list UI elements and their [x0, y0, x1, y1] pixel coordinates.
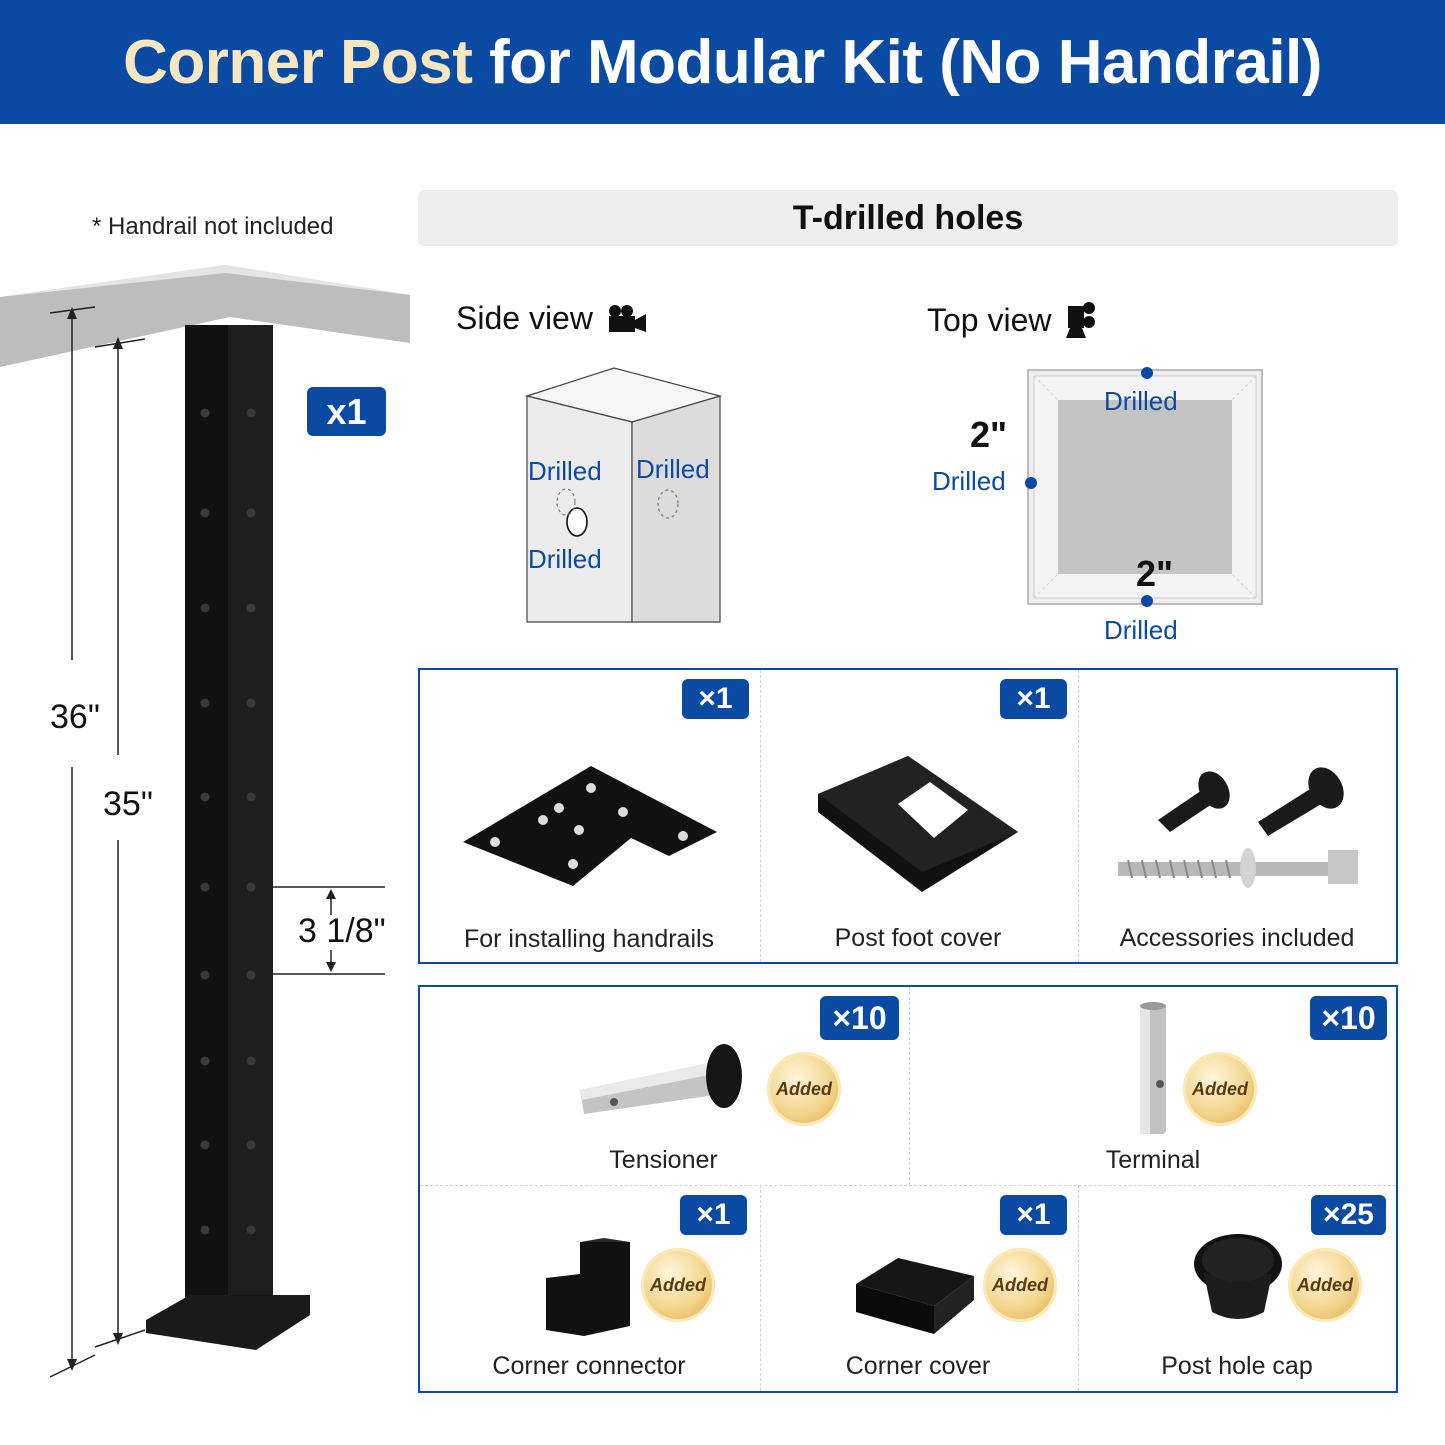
side-view-heading: Side view	[456, 300, 647, 337]
top-view-diagram	[1025, 367, 1263, 607]
top-offset-left: 2"	[970, 414, 1008, 455]
handrail-note: * Handrail not included	[92, 213, 334, 240]
hole-spacing-label: 3 1/8"	[298, 912, 386, 950]
handrail-plate-label: For installing handrails	[463, 925, 715, 953]
corner-connector-qty-badge: ×1	[680, 1195, 747, 1235]
top-offset-bottom: 2"	[1136, 553, 1174, 594]
holes-section-title: T-drilled holes	[418, 190, 1398, 246]
handrail-shape	[0, 265, 410, 367]
base-plate	[146, 1295, 310, 1350]
post-hole-cap-qty-badge: ×25	[1311, 1195, 1386, 1235]
corner-connector-label: Corner connector	[492, 1352, 686, 1380]
terminal-added-seal: Added	[1183, 1052, 1257, 1126]
tensioner-added-seal: Added	[767, 1052, 841, 1126]
height-post-label: 35"	[103, 785, 153, 823]
header-banner: Corner Post for Modular Kit (No Handrail…	[0, 0, 1445, 124]
side-drilled-bottom: Drilled	[528, 544, 602, 574]
post-hole-cap-added-seal: Added	[1288, 1248, 1362, 1322]
height-total-label: 36"	[50, 698, 100, 736]
tensioner-image	[580, 1044, 742, 1114]
corner-cover-added-seal: Added	[983, 1248, 1057, 1322]
corner-cover-label: Corner cover	[845, 1352, 991, 1380]
corner-cover-qty-badge: ×1	[1000, 1195, 1067, 1235]
video-camera-icon	[608, 304, 646, 332]
top-view-heading: Top view	[927, 300, 1098, 340]
top-drilled-left: Drilled	[932, 466, 1006, 496]
post-hole-cap-label: Post hole cap	[1161, 1352, 1313, 1380]
foot-cover-label: Post foot cover	[834, 924, 1002, 952]
title-rest: for Modular Kit (No Handrail)	[489, 27, 1322, 97]
overhead-camera-icon	[1065, 302, 1095, 338]
tensioner-qty-badge: ×10	[820, 996, 899, 1040]
corner-cover-image	[856, 1258, 974, 1334]
screws-image	[1118, 767, 1358, 888]
tensioner-label: Tensioner	[609, 1146, 718, 1174]
accessories-included-label: Accessories included	[1119, 924, 1355, 952]
post-illustration	[0, 265, 410, 1378]
side-view-label: Side view	[456, 300, 593, 336]
title-accent: Corner Post	[123, 27, 473, 97]
post-foot-cover-image	[818, 756, 1018, 892]
handrail-plate-image	[463, 766, 717, 886]
terminal-image	[1140, 1002, 1166, 1134]
side-drilled-right: Drilled	[636, 454, 710, 484]
corner-connector-image	[546, 1238, 630, 1336]
side-drilled-left: Drilled	[528, 456, 602, 486]
post-quantity-badge: x1	[307, 387, 386, 436]
post-holes	[200, 408, 256, 1235]
plate-qty-badge: ×1	[682, 679, 749, 719]
top-view-label: Top view	[927, 301, 1052, 338]
foot-cover-qty-badge: ×1	[1000, 679, 1067, 719]
top-drilled-top: Drilled	[1104, 386, 1178, 416]
top-drilled-bottom: Drilled	[1104, 615, 1178, 645]
post-hole-cap-image	[1194, 1234, 1282, 1319]
page-title: Corner Post for Modular Kit (No Handrail…	[123, 27, 1322, 98]
side-view-diagram	[524, 367, 723, 623]
corner-connector-added-seal: Added	[641, 1248, 715, 1322]
terminal-label: Terminal	[1105, 1146, 1201, 1174]
terminal-qty-badge: ×10	[1310, 996, 1387, 1040]
